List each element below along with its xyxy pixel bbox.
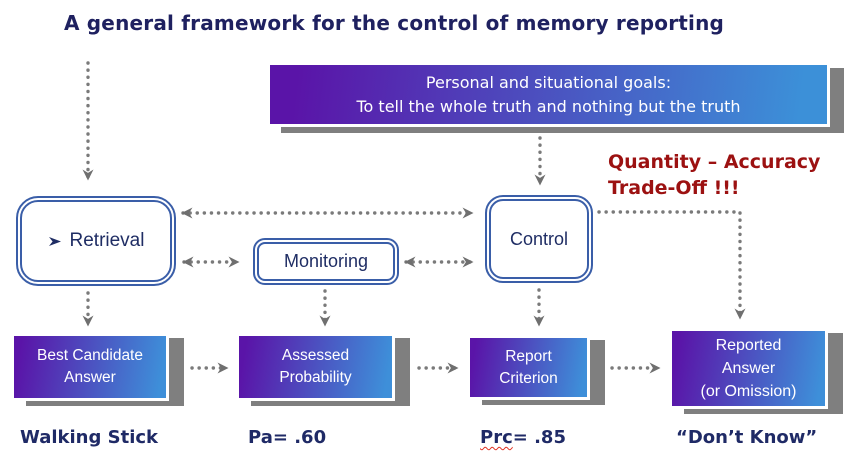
spellcheck-underline-text: Prc xyxy=(480,427,513,448)
slide-title: A general framework for the control of m… xyxy=(63,11,725,35)
monitoring-box: Monitoring xyxy=(253,238,399,285)
retrieval-box: Retrieval xyxy=(16,196,176,286)
goals-banner: Personal and situational goals: To tell … xyxy=(267,62,830,127)
reported-answer-box: Reported Answer (or Omission) xyxy=(669,328,828,409)
arrow-control-to-reported-elbow xyxy=(597,210,746,320)
tradeoff-note: Quantity – Accuracy Trade-Off !!! xyxy=(608,151,821,199)
arrow-bullet-icon xyxy=(48,235,62,248)
report-criterion-box: Report Criterion xyxy=(467,335,590,400)
example-assessed-probability: Pa= .60 xyxy=(248,427,327,448)
control-box: Control xyxy=(485,195,593,283)
example-report-criterion-value: = .85 xyxy=(512,427,566,448)
monitoring-label: Monitoring xyxy=(283,251,369,271)
goals-text: Personal and situational goals: To tell … xyxy=(356,72,741,116)
assessed-probability-box: Assessed Probability xyxy=(236,333,395,401)
control-label: Control xyxy=(509,228,569,249)
best-candidate-box: Best Candidate Answer xyxy=(11,333,169,401)
retrieval-label: Retrieval xyxy=(69,230,145,251)
example-report-criterion: Prc= .85 xyxy=(480,427,566,449)
example-reported-answer: “Don’t Know” xyxy=(676,427,818,448)
example-best-candidate: Walking Stick xyxy=(20,427,159,448)
